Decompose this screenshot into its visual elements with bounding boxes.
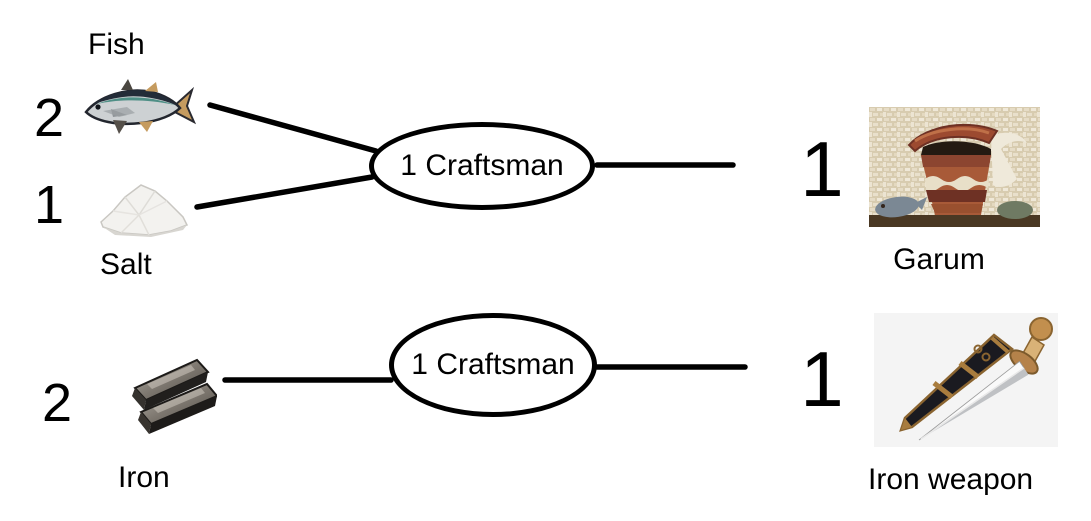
salt-label: Salt <box>100 248 152 281</box>
iron-quantity: 2 <box>42 373 73 433</box>
garum-label: Garum <box>893 243 985 276</box>
salt-quantity: 1 <box>34 175 65 235</box>
salt-image <box>95 175 192 238</box>
fish-image <box>83 77 197 137</box>
garum-quantity: 1 <box>800 125 844 213</box>
craftsman-node-1-label: 1 Craftsman <box>400 149 564 182</box>
garum-image <box>869 107 1040 227</box>
craftsman-node-1: 1 Craftsman <box>369 122 595 210</box>
craftsman-node-2-label: 1 Craftsman <box>411 348 575 381</box>
fish-quantity: 2 <box>34 88 65 148</box>
edge-fish-to-craftsman <box>207 102 379 154</box>
fish-label: Fish <box>88 28 145 61</box>
edge-salt-to-craftsman <box>194 174 375 210</box>
iron-weapon-image <box>874 313 1058 447</box>
iron-label: Iron <box>118 461 170 494</box>
craftsman-node-2: 1 Craftsman <box>389 313 597 417</box>
iron-image <box>107 350 217 440</box>
iron-weapon-quantity: 1 <box>800 335 844 423</box>
iron-weapon-label: Iron weapon <box>868 463 1034 496</box>
